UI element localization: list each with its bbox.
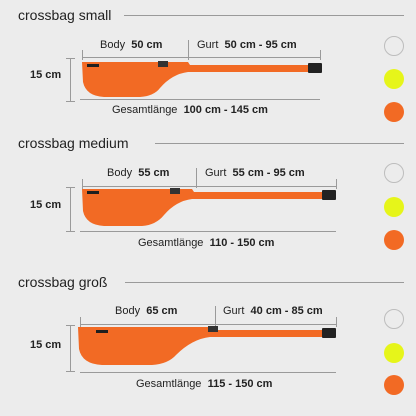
total-label: Gesamtlänge <box>112 104 178 116</box>
color-swatch-yellow[interactable] <box>384 197 404 217</box>
body-tick <box>82 179 83 189</box>
bag-image <box>82 188 336 226</box>
height-tick-bottom <box>66 231 75 232</box>
body-strap-divider <box>196 168 197 188</box>
height-line <box>70 187 71 232</box>
height-value: 15 cm <box>30 339 62 351</box>
body-value: 50 cm <box>131 39 163 51</box>
top-dimension-line <box>82 57 320 58</box>
title-divider <box>125 282 404 283</box>
title-divider <box>155 143 404 144</box>
body-dimension: Body 65 cm <box>115 305 177 317</box>
color-swatch-orange[interactable] <box>384 102 404 122</box>
strap-tick <box>336 317 337 327</box>
height-tick-bottom <box>66 371 75 372</box>
strap-value: 40 cm - 85 cm <box>250 305 323 317</box>
color-swatch-white[interactable] <box>384 163 404 183</box>
strap-label: Gurt <box>223 305 245 317</box>
color-swatch-white[interactable] <box>384 36 404 56</box>
bag-image <box>82 61 322 97</box>
color-swatch-white[interactable] <box>384 309 404 329</box>
height-tick-bottom <box>66 101 75 102</box>
section-title: crossbag medium <box>18 135 129 151</box>
body-value: 55 cm <box>138 167 170 179</box>
strap-dimension: Gurt 50 cm - 95 cm <box>197 39 297 51</box>
height-line <box>70 325 71 372</box>
title-divider <box>124 15 404 16</box>
total-label: Gesamtlänge <box>136 378 202 390</box>
height-value: 15 cm <box>30 69 62 81</box>
height-tick-top <box>66 187 75 188</box>
total-dimension-line <box>80 372 336 373</box>
bag-image <box>78 326 336 365</box>
total-dimension: Gesamtlänge 115 - 150 cm <box>136 378 272 390</box>
total-value: 115 - 150 cm <box>207 378 273 390</box>
strap-label: Gurt <box>205 167 227 179</box>
body-strap-divider <box>215 306 216 326</box>
strap-tick <box>336 179 337 189</box>
color-swatch-yellow[interactable] <box>384 343 404 363</box>
body-value: 65 cm <box>146 305 178 317</box>
strap-tick <box>320 50 321 60</box>
color-swatch-orange[interactable] <box>384 230 404 250</box>
body-strap-divider <box>188 40 189 60</box>
body-label: Body <box>115 305 141 317</box>
strap-dimension: Gurt 40 cm - 85 cm <box>223 305 323 317</box>
total-dimension-line <box>80 99 320 100</box>
section-title: crossbag small <box>18 7 112 23</box>
body-label: Body <box>100 39 126 51</box>
total-label: Gesamtlänge <box>138 237 204 249</box>
strap-dimension: Gurt 55 cm - 95 cm <box>205 167 305 179</box>
body-dimension: Body 55 cm <box>107 167 169 179</box>
body-label: Body <box>107 167 133 179</box>
height-value: 15 cm <box>30 199 62 211</box>
color-swatch-orange[interactable] <box>384 375 404 395</box>
total-dimension: Gesamtlänge 100 cm - 145 cm <box>112 104 268 116</box>
height-tick-top <box>66 58 75 59</box>
body-dimension: Body 50 cm <box>100 39 162 51</box>
height-line <box>70 58 71 102</box>
top-dimension-line <box>82 186 336 187</box>
section-title: crossbag groß <box>18 274 108 290</box>
body-tick <box>80 317 81 327</box>
top-dimension-line <box>80 324 336 325</box>
strap-label: Gurt <box>197 39 219 51</box>
height-tick-top <box>66 325 75 326</box>
total-value: 110 - 150 cm <box>209 237 275 249</box>
strap-value: 55 cm - 95 cm <box>232 167 305 179</box>
body-tick <box>82 50 83 60</box>
total-dimension-line <box>80 231 336 232</box>
total-dimension: Gesamtlänge 110 - 150 cm <box>138 237 274 249</box>
total-value: 100 cm - 145 cm <box>183 104 268 116</box>
color-swatch-yellow[interactable] <box>384 69 404 89</box>
strap-value: 50 cm - 95 cm <box>224 39 297 51</box>
